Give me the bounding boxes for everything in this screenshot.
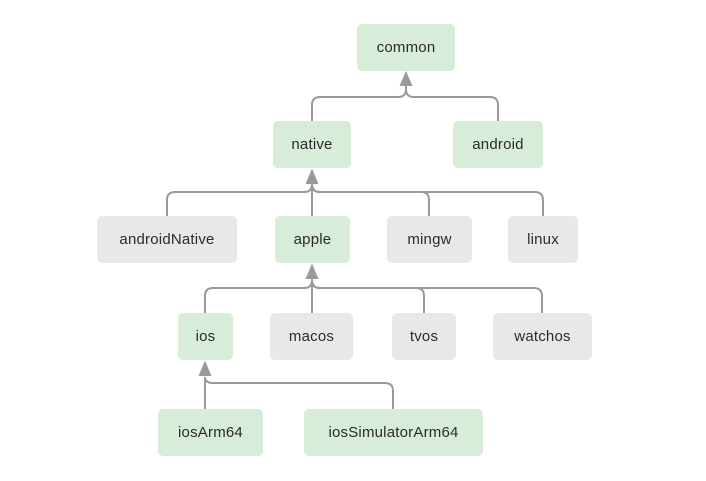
edge-native-common xyxy=(311,85,407,121)
node-watchos: watchos xyxy=(493,313,592,360)
node-androidNative: androidNative xyxy=(97,216,237,263)
node-iosSimulatorArm64: iosSimulatorArm64 xyxy=(304,409,483,456)
node-mingw: mingw xyxy=(387,216,472,263)
arrowhead-to-ios-icon xyxy=(198,360,212,376)
arrowhead-to-native-icon xyxy=(305,168,319,184)
node-apple: apple xyxy=(275,216,350,263)
edge-mingw-native xyxy=(311,183,430,216)
edge-androidNative-native xyxy=(166,183,313,216)
edge-iosSimulatorArm64-ios xyxy=(204,376,394,409)
node-ios: ios xyxy=(178,313,233,360)
node-tvos: tvos xyxy=(392,313,456,360)
edge-tvos-apple xyxy=(311,278,425,313)
edge-linux-native xyxy=(311,183,544,216)
arrowhead-to-apple-icon xyxy=(305,263,319,279)
edge-android-common xyxy=(405,85,499,121)
edge-ios-apple xyxy=(204,278,313,313)
node-macos: macos xyxy=(270,313,353,360)
node-linux: linux xyxy=(508,216,578,263)
arrowhead-to-common-icon xyxy=(399,71,413,86)
edge-watchos-apple xyxy=(311,278,543,313)
node-common: common xyxy=(357,24,455,71)
node-native: native xyxy=(273,121,351,168)
node-android: android xyxy=(453,121,543,168)
node-iosArm64: iosArm64 xyxy=(158,409,263,456)
